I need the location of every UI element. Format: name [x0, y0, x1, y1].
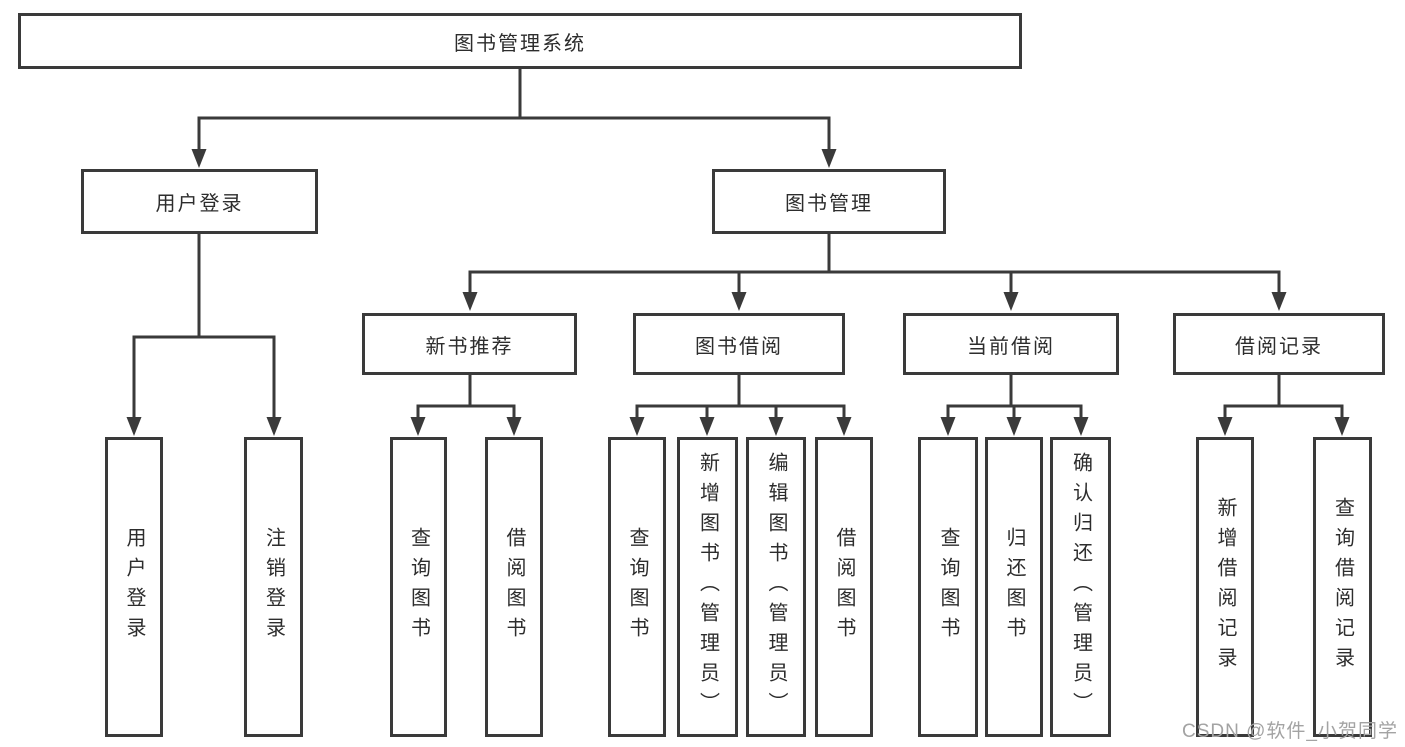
leaf-user-login: 用户登录	[105, 437, 163, 737]
leaf-borrow-books: 借阅图书	[815, 437, 873, 737]
arrowhead	[1073, 417, 1089, 436]
node-book-borrow: 图书借阅	[633, 313, 845, 375]
arrowhead	[1334, 417, 1350, 436]
leaf-edit-books-admin: 编辑图书（管理员）	[746, 437, 806, 737]
arrowhead	[1271, 292, 1287, 311]
leaf-query-books-borrow: 查询图书	[608, 437, 666, 737]
connector	[468, 270, 1281, 293]
node-new-book-recommend: 新书推荐	[362, 313, 577, 375]
node-label: 查询图书	[626, 527, 648, 647]
arrowhead	[506, 417, 522, 436]
leaf-borrow-books-recommend: 借阅图书	[485, 437, 543, 737]
node-label: 查询图书	[937, 527, 959, 647]
node-label: 确认归还（管理员）	[1069, 452, 1092, 722]
leaf-logout: 注销登录	[244, 437, 303, 737]
connector	[1223, 404, 1344, 418]
node-label: 归还图书	[1003, 527, 1025, 647]
arrowhead	[699, 417, 715, 436]
arrowhead	[462, 292, 478, 311]
node-label: 借阅图书	[503, 527, 525, 647]
node-label: 新书推荐	[425, 335, 514, 358]
connector	[132, 335, 276, 418]
arrowhead	[1217, 417, 1233, 436]
arrowhead	[266, 417, 282, 436]
arrowhead	[836, 417, 852, 436]
node-label: 用户登录	[123, 527, 145, 647]
connector	[197, 116, 831, 150]
leaf-query-books-current: 查询图书	[918, 437, 978, 737]
leaf-add-borrow-record: 新增借阅记录	[1196, 437, 1254, 737]
leaf-add-books-admin: 新增图书（管理员）	[677, 437, 738, 737]
node-label: 新增图书（管理员）	[696, 452, 719, 722]
watermark: CSDN @软件_小贺同学	[1182, 721, 1398, 742]
arrowhead	[410, 417, 426, 436]
arrowhead	[821, 149, 837, 168]
leaf-return-books: 归还图书	[985, 437, 1043, 737]
node-label: 借阅记录	[1235, 335, 1323, 358]
leaf-query-borrow-record: 查询借阅记录	[1313, 437, 1372, 737]
connector	[416, 404, 516, 418]
node-label: 新增借阅记录	[1214, 497, 1236, 677]
node-book-management: 图书管理	[712, 169, 946, 234]
node-label: 编辑图书（管理员）	[765, 452, 787, 722]
node-label: 用户登录	[155, 193, 244, 215]
connector	[946, 404, 1083, 418]
arrowhead	[191, 149, 207, 168]
node-borrow-records: 借阅记录	[1173, 313, 1385, 375]
node-label: 借阅图书	[833, 527, 855, 647]
node-label: 查询借阅记录	[1331, 497, 1354, 677]
arrowhead	[1006, 417, 1022, 436]
node-label: 图书管理	[785, 193, 873, 215]
node-label: 当前借阅	[967, 335, 1055, 358]
leaf-confirm-return-admin: 确认归还（管理员）	[1050, 437, 1111, 737]
arrowhead	[940, 417, 956, 436]
arrowhead	[629, 417, 645, 436]
node-label: 图书管理系统	[454, 32, 586, 55]
node-label: 查询图书	[407, 527, 430, 647]
arrowhead	[1003, 292, 1019, 311]
node-label: 图书借阅	[695, 335, 783, 358]
node-label: 注销登录	[262, 527, 285, 647]
node-current-borrow: 当前借阅	[903, 313, 1119, 375]
node-user-login: 用户登录	[81, 169, 318, 234]
leaf-query-books-recommend: 查询图书	[390, 437, 447, 737]
arrowhead	[126, 417, 142, 436]
connector	[635, 404, 846, 418]
arrowhead	[731, 292, 747, 311]
arrowhead	[768, 417, 784, 436]
node-root: 图书管理系统	[18, 13, 1022, 69]
